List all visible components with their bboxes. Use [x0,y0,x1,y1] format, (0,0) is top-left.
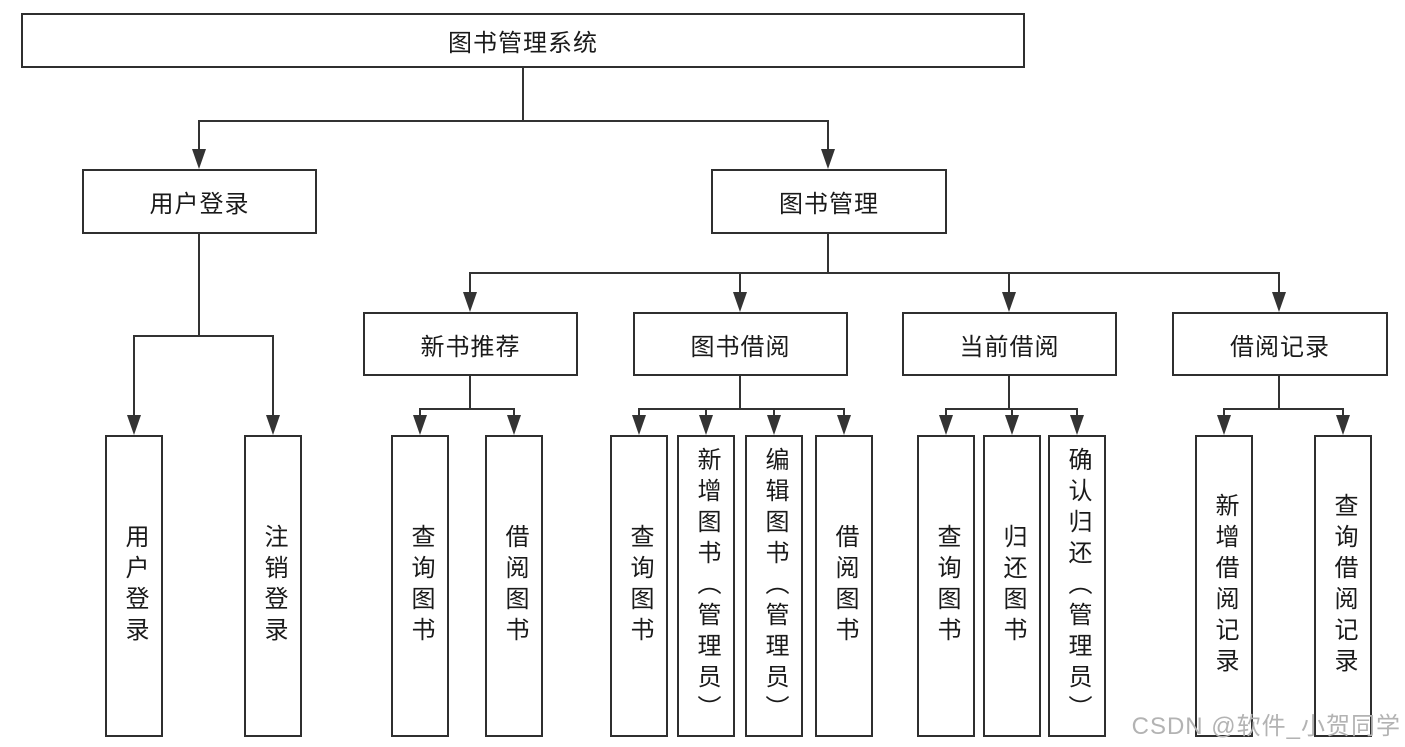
arrow-down-icon [939,415,953,435]
arrow-down-icon [463,292,477,312]
connector-line [739,272,741,294]
connector-line [827,233,829,272]
node-user-login: 用户登录 [82,169,317,234]
connector-line [827,120,829,152]
node-root-library-system: 图书管理系统 [21,13,1025,68]
node-book-management: 图书管理 [711,169,947,234]
arrow-down-icon [1336,415,1350,435]
node-label: 确认归还（管理员） [1064,446,1091,726]
connector-line [469,272,1280,274]
node-label: 新书推荐 [420,333,521,361]
leaf-borrow-books-recommend: 借阅图书 [485,435,543,737]
leaf-confirm-return-admin: 确认归还（管理员） [1048,435,1106,737]
arrow-down-icon [507,415,521,435]
arrow-down-icon [767,415,781,435]
connector-line [739,376,741,408]
leaf-user-login: 用户登录 [105,435,163,737]
connector-line [522,68,524,120]
node-label: 查询图书 [933,524,960,648]
node-label: 当前借阅 [959,333,1060,361]
leaf-query-books-recommend: 查询图书 [391,435,449,737]
node-book-borrow: 图书借阅 [633,312,848,376]
arrow-down-icon [1005,415,1019,435]
node-label: 查询图书 [626,524,653,648]
arrow-down-icon [1070,415,1084,435]
connector-line [133,335,135,417]
connector-line [1342,408,1344,417]
arrow-down-icon [127,415,141,435]
leaf-query-books-borrow: 查询图书 [610,435,668,737]
arrow-down-icon [821,149,835,169]
connector-line [773,408,775,417]
node-label: 归还图书 [999,524,1026,648]
csdn-watermark: CSDN @软件_小贺同学 [1131,713,1401,740]
connector-line [638,408,640,417]
node-label: 查询借阅记录 [1330,493,1357,679]
node-label: 用户登录 [121,524,148,648]
node-new-book-recommend: 新书推荐 [363,312,578,376]
arrow-down-icon [699,415,713,435]
leaf-query-borrow-record: 查询借阅记录 [1314,435,1372,737]
arrow-down-icon [266,415,280,435]
connector-line [1278,376,1280,408]
node-label: 用户登录 [149,191,250,218]
leaf-query-books-current: 查询图书 [917,435,975,737]
node-label: 图书管理系统 [448,30,598,57]
arrow-down-icon [733,292,747,312]
connector-line [638,408,845,410]
arrow-down-icon [1272,292,1286,312]
connector-line [945,408,947,417]
connector-line [1223,408,1343,410]
arrow-down-icon [1217,415,1231,435]
node-label: 注销登录 [260,524,287,648]
connector-line [272,335,274,417]
leaf-logout: 注销登录 [244,435,302,737]
connector-line [469,272,471,294]
connector-line [843,408,845,417]
node-label: 编辑图书（管理员） [761,446,788,726]
connector-line [705,408,707,417]
node-label: 新增借阅记录 [1211,493,1238,679]
connector-line [198,120,200,152]
connector-line [469,376,471,408]
node-label: 图书管理 [779,191,879,218]
connector-line [1223,408,1225,417]
arrow-down-icon [837,415,851,435]
connector-line [198,233,200,335]
arrow-down-icon [632,415,646,435]
connector-line [1008,272,1010,294]
connector-line [198,120,829,122]
leaf-add-borrow-record: 新增借阅记录 [1195,435,1253,737]
node-label: 新增图书（管理员） [693,446,720,726]
node-current-borrow: 当前借阅 [902,312,1117,376]
connector-line [1008,376,1010,408]
node-label: 借阅图书 [831,524,858,648]
connector-line [1011,408,1013,417]
node-label: 借阅记录 [1230,333,1330,361]
node-borrow-records: 借阅记录 [1172,312,1388,376]
connector-line [513,408,515,417]
connector-line [1076,408,1078,417]
leaf-edit-books-admin: 编辑图书（管理员） [745,435,803,737]
arrow-down-icon [1002,292,1016,312]
node-label: 借阅图书 [501,524,528,648]
leaf-return-books: 归还图书 [983,435,1041,737]
connector-line [419,408,515,410]
node-label: 查询图书 [407,524,434,648]
leaf-borrow-books: 借阅图书 [815,435,873,737]
connector-line [1278,272,1280,294]
node-label: 图书借阅 [690,333,791,361]
leaf-add-books-admin: 新增图书（管理员） [677,435,735,737]
connector-line [133,335,274,337]
arrow-down-icon [413,415,427,435]
arrow-down-icon [192,149,206,169]
connector-line [419,408,421,417]
